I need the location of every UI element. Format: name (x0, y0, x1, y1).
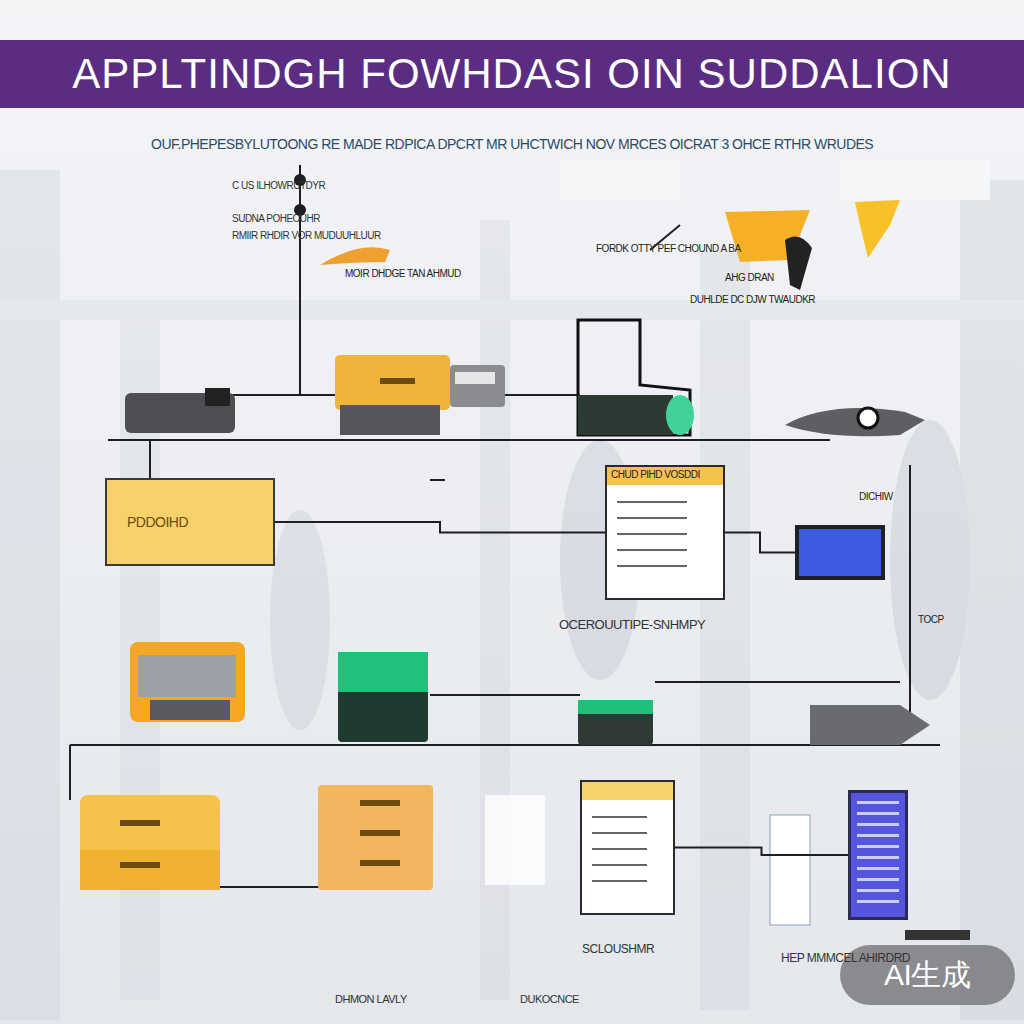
text-line (617, 501, 687, 503)
node-text: PDDOIHD (127, 514, 188, 530)
callout-text: MOIR DHDGE TAN AHMUD (345, 268, 461, 279)
office-backdrop (0, 160, 1024, 1020)
connector (675, 848, 848, 856)
text-line (592, 880, 647, 882)
server-stripe (857, 900, 899, 903)
wires (70, 165, 940, 887)
server-stripe (857, 878, 899, 881)
note-text: RMIIR RHDIR VOR MUDUUHLUUR (232, 230, 381, 241)
diagram-title: APPLTINDGH FOWHDASI OIN SUDDALION (0, 44, 1024, 104)
server-box: HEP MMMCEL AHIRDRD (848, 790, 908, 920)
note-text: C US ILHOWRUTDYR (232, 180, 325, 191)
text-line (617, 549, 687, 551)
callout-text: FORDK OTTY PEF CHOUND A BA (596, 243, 741, 254)
server-stripe (857, 845, 899, 848)
document-box: SCLOUSHMR (580, 780, 675, 915)
text-line (592, 848, 647, 850)
node-text: SCLOUSHMR (582, 942, 654, 956)
callout-text: AHG DRAN (725, 272, 774, 283)
header-band (582, 782, 673, 800)
connector (275, 522, 605, 533)
node-text: DICHIW (859, 491, 893, 502)
node-text: CHUD PIHD VOSDDI (611, 469, 700, 480)
title-banner (0, 40, 1024, 108)
callout-text: DUHLDE DC DJW TWAUDKR (690, 294, 815, 305)
document-box: PDDOIHD (105, 478, 275, 566)
server-stripe (857, 856, 899, 859)
machines (80, 200, 970, 940)
note-text: SUDNA POHEOUHR (232, 213, 320, 224)
server-stripe (857, 834, 899, 837)
server-stripe (857, 801, 899, 804)
watermark: AI生成 (884, 955, 970, 996)
connector (725, 533, 795, 553)
subtitle-text: OUF.PHEPESBYLUTOONG RE MADE RDPICA DPCRT… (151, 136, 873, 152)
text-line (592, 832, 647, 834)
server-stripe (857, 889, 899, 892)
server-stripe (857, 812, 899, 815)
text-line (617, 517, 687, 519)
callout-text: TOCP (918, 614, 944, 625)
server-stripe (857, 823, 899, 826)
text-line (592, 864, 647, 866)
monitor-box: DICHIW (795, 525, 885, 580)
text-line (617, 565, 687, 567)
node-text: OCEROUUTIPE-SNHMPY (559, 617, 705, 632)
text-line (617, 533, 687, 535)
text-line (592, 816, 647, 818)
document-box: CHUD PIHD VOSDDIOCEROUUTIPE-SNHMPY (605, 465, 725, 600)
footer-text: DUKOCNCE (520, 993, 579, 1005)
footer-text: DHMON LAVLY (335, 993, 407, 1005)
server-stripe (857, 867, 899, 870)
